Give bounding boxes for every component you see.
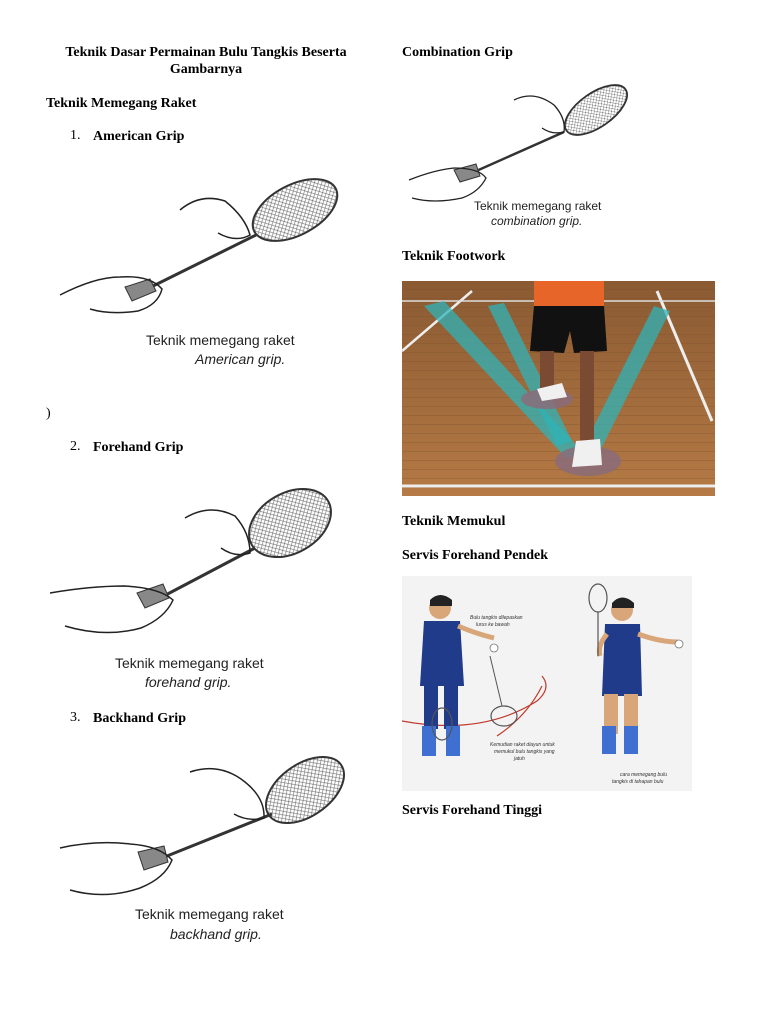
illustration-note: tangkis di tahapan bulu (612, 779, 664, 785)
racket-shaft-icon (473, 130, 565, 174)
grip-label-backhand: Backhand Grip (93, 711, 186, 726)
grip-label-forehand: Forehand Grip (93, 440, 184, 455)
racket-handle-icon (124, 278, 157, 302)
bottom-hand-icon (59, 841, 173, 896)
illustration-note: Bulu tangkis dilepaskan (470, 615, 523, 621)
american-grip-figure: Teknik memegang raket American grip. (59, 178, 339, 367)
illustration-note: memukul bulu tangkis yang (494, 749, 555, 755)
shoe-icon (537, 383, 567, 401)
stray-parenthesis: ) (46, 406, 51, 421)
top-hand-icon (189, 767, 265, 821)
short-serve-figure: Bulu tangkis dilepaskan lurus ke bawah K… (402, 576, 692, 791)
figure-caption-line2: combination grip. (491, 214, 582, 228)
section-heading-high-serve: Servis Forehand Tinggi (402, 803, 543, 818)
racket-shaft-icon (159, 546, 256, 600)
racket-head-icon (251, 178, 339, 242)
top-hand-icon (179, 197, 251, 240)
racket-head-icon (564, 84, 628, 136)
racket-shaft-icon (161, 812, 273, 860)
swing-arc (402, 675, 547, 727)
top-hand-icon (513, 95, 565, 134)
player-arm (457, 623, 495, 641)
bottom-hand-icon (408, 167, 487, 202)
section-heading-footwork: Teknik Footwork (402, 249, 506, 264)
footwork-photo (402, 281, 715, 496)
figure-caption-line1: Teknik memegang raket (474, 199, 602, 213)
racket-head-icon (431, 707, 453, 741)
figure-caption-line2: American grip. (194, 351, 285, 367)
racket-shaft-icon (144, 233, 257, 292)
grip-label-american: American Grip (93, 129, 185, 144)
illustration-note: lurus ke bawah (476, 622, 510, 628)
list-number: 2. (70, 439, 81, 454)
player-leg (580, 351, 594, 441)
figure-caption-line2: backhand grip. (170, 926, 262, 942)
figure-caption-line1: Teknik memegang raket (146, 332, 295, 348)
combination-grip-figure: Teknik memegang raket combination grip. (408, 84, 628, 228)
racket-handle-icon (137, 845, 169, 871)
player-shirt (420, 621, 464, 686)
player-leg (540, 351, 554, 391)
player-shirt (602, 624, 642, 696)
racket-head-icon (248, 487, 332, 559)
illustration-note: Kemudian raket diayun untuk (490, 742, 555, 748)
illustration-note: cara memegang bulu (620, 772, 667, 778)
top-hand-icon (184, 509, 251, 556)
racket-handle-icon (136, 583, 170, 609)
player-shorts (530, 306, 607, 353)
racket-head-icon (264, 755, 346, 825)
footwork-path-arrow (488, 303, 572, 446)
list-number: 1. (70, 128, 81, 143)
shuttlecock-icon (674, 639, 684, 649)
grip-label-combination: Combination Grip (402, 45, 513, 60)
section-heading-short-serve: Servis Forehand Pendek (402, 548, 548, 563)
illustration-note: jatuh (513, 756, 525, 762)
figure-caption-line1: Teknik memegang raket (135, 906, 284, 922)
list-number: 3. (70, 710, 81, 725)
shuttlecock-icon (489, 643, 499, 653)
footwork-path-arrow (585, 306, 670, 451)
footwork-path-arrow (424, 301, 582, 459)
bottom-hand-icon (49, 585, 174, 634)
racket-head-icon (490, 705, 518, 727)
player-arm (637, 631, 679, 645)
forehand-grip-figure: Teknik memegang raket forehand grip. (49, 487, 332, 690)
racket-handle-icon (453, 163, 481, 183)
section-heading-hitting: Teknik Memukul (402, 514, 506, 529)
page-title: Teknik Dasar Permainan Bulu Tangkis Bese… (65, 45, 347, 77)
racket-head-icon (588, 583, 608, 613)
figure-caption-line1: Teknik memegang raket (115, 655, 264, 671)
shoe-icon (572, 439, 602, 467)
bottom-hand-icon (59, 276, 163, 314)
backhand-grip-figure: Teknik memegang raket backhand grip. (59, 755, 346, 942)
figure-caption-line2: forehand grip. (145, 674, 231, 690)
section-heading-holding: Teknik Memegang Raket (46, 96, 197, 111)
